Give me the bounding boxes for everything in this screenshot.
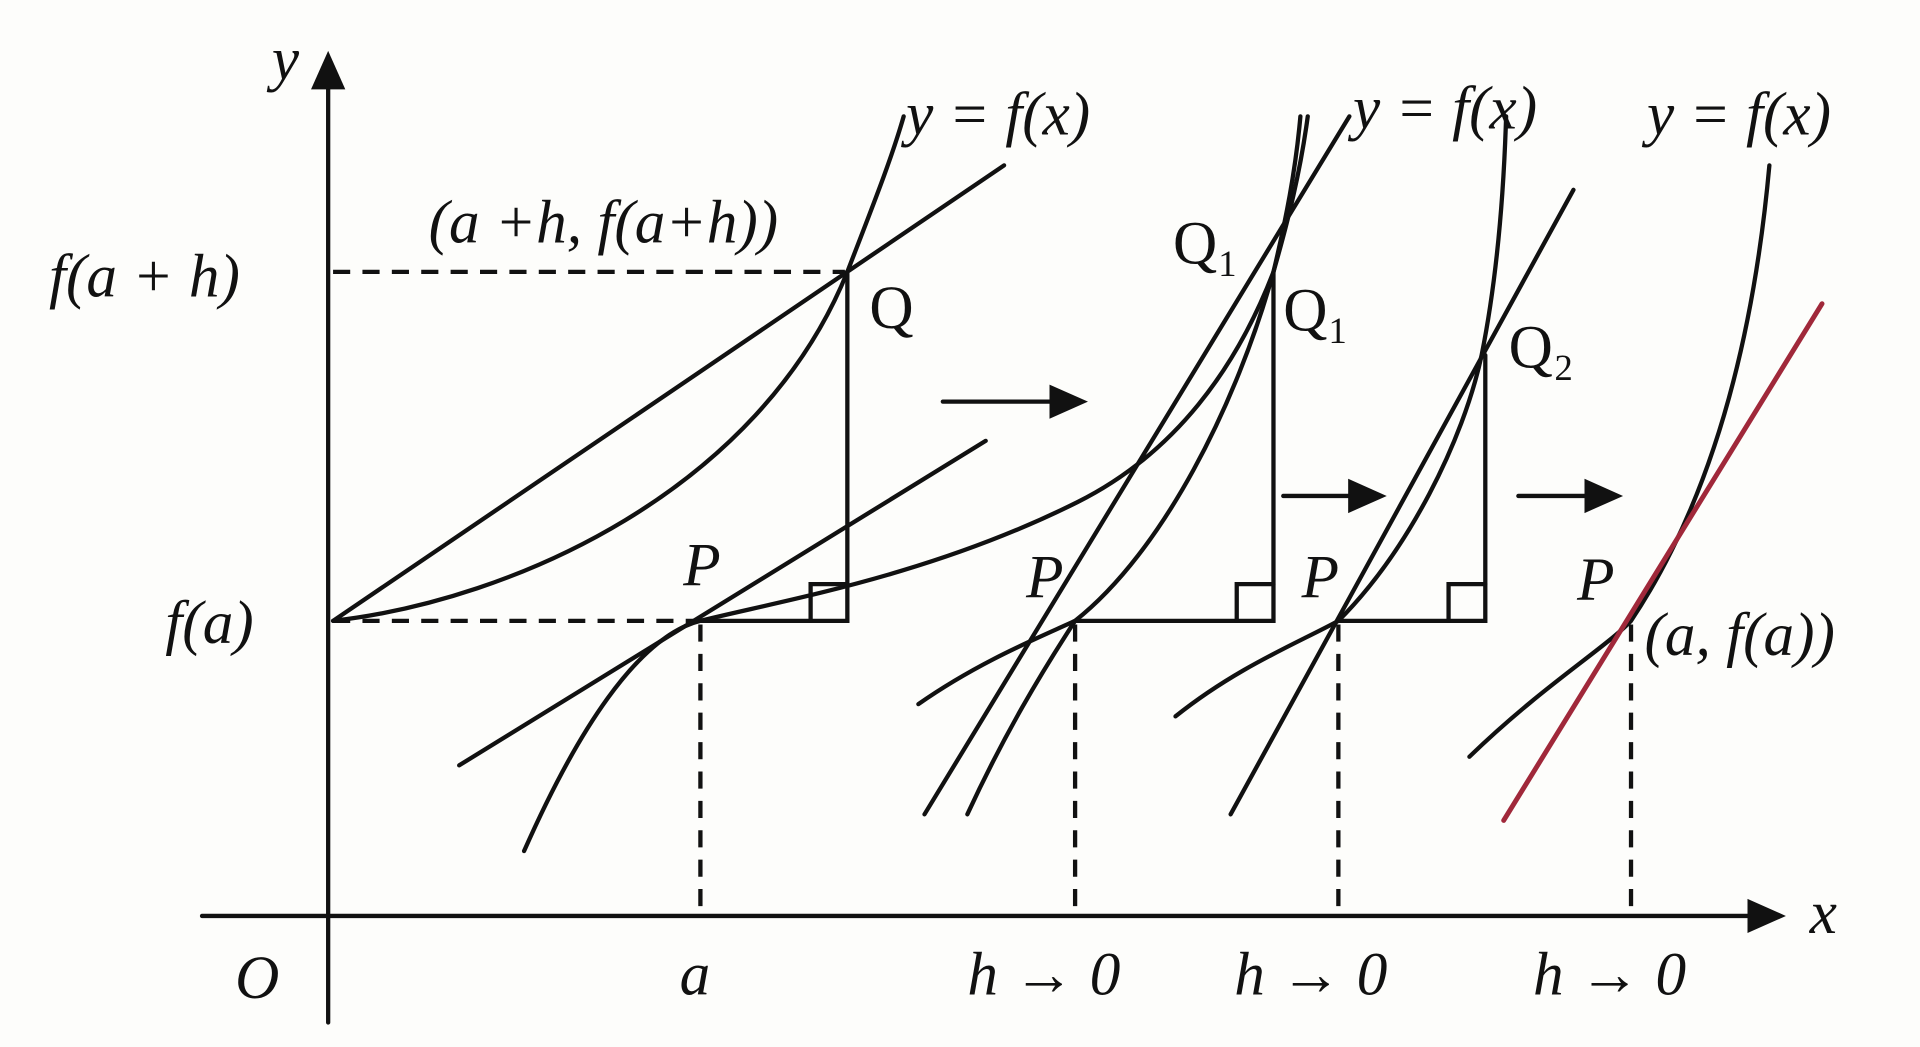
curve-lower-2	[965, 618, 1078, 817]
tick-h-to-0-3: h → 0	[1533, 940, 1686, 1008]
tick-h-to-0-2: h → 0	[1234, 940, 1387, 1008]
secant-line-3	[1228, 187, 1576, 817]
tick-f-a-plus-h: f(a + h)	[49, 242, 240, 310]
x-axis-label: x	[1809, 879, 1837, 947]
curve-label-2: y = f(x)	[1347, 75, 1537, 143]
tick-h-to-0-1: h → 0	[967, 940, 1120, 1008]
p-label-2: P	[1025, 544, 1063, 612]
q2-label: Q₂	[1509, 313, 1575, 381]
secant-line-2	[922, 114, 1352, 817]
origin-label: O	[235, 944, 279, 1012]
curve-y-f-x-4	[1467, 163, 1772, 759]
right-angle-mark-2	[1234, 581, 1276, 623]
p-coordinate-label: (a, f(a))	[1644, 601, 1834, 669]
p-label-1: P	[682, 531, 720, 599]
right-angle-mark-1	[808, 581, 850, 623]
p-label-4: P	[1576, 546, 1614, 614]
secant-line-pq	[330, 163, 1007, 623]
tangent-line-red	[1501, 301, 1825, 823]
p-label-3: P	[1301, 544, 1339, 612]
right-angle-mark-3	[1446, 581, 1488, 623]
q1-label-a: Q₁	[1173, 209, 1239, 277]
tick-f-a: f(a)	[165, 589, 253, 657]
tick-a: a	[680, 940, 711, 1008]
right-triangle-1	[698, 269, 850, 623]
curve-y-f-x-1	[330, 114, 906, 623]
q1-label-b: Q₁	[1283, 277, 1349, 345]
curve-y-f-x-3	[1173, 114, 1509, 719]
q-coordinate-label: (a +h, f(a+h))	[429, 188, 779, 256]
y-axis-label: y	[266, 26, 300, 94]
tangent-line-p	[457, 438, 988, 768]
curve-y-f-x-2	[916, 114, 1303, 707]
right-triangle-2	[1072, 269, 1276, 623]
curve-label-1: y = f(x)	[900, 81, 1090, 149]
curve-label-3: y = f(x)	[1641, 81, 1831, 149]
q-label: Q	[869, 274, 913, 342]
right-triangle-3	[1336, 352, 1488, 623]
